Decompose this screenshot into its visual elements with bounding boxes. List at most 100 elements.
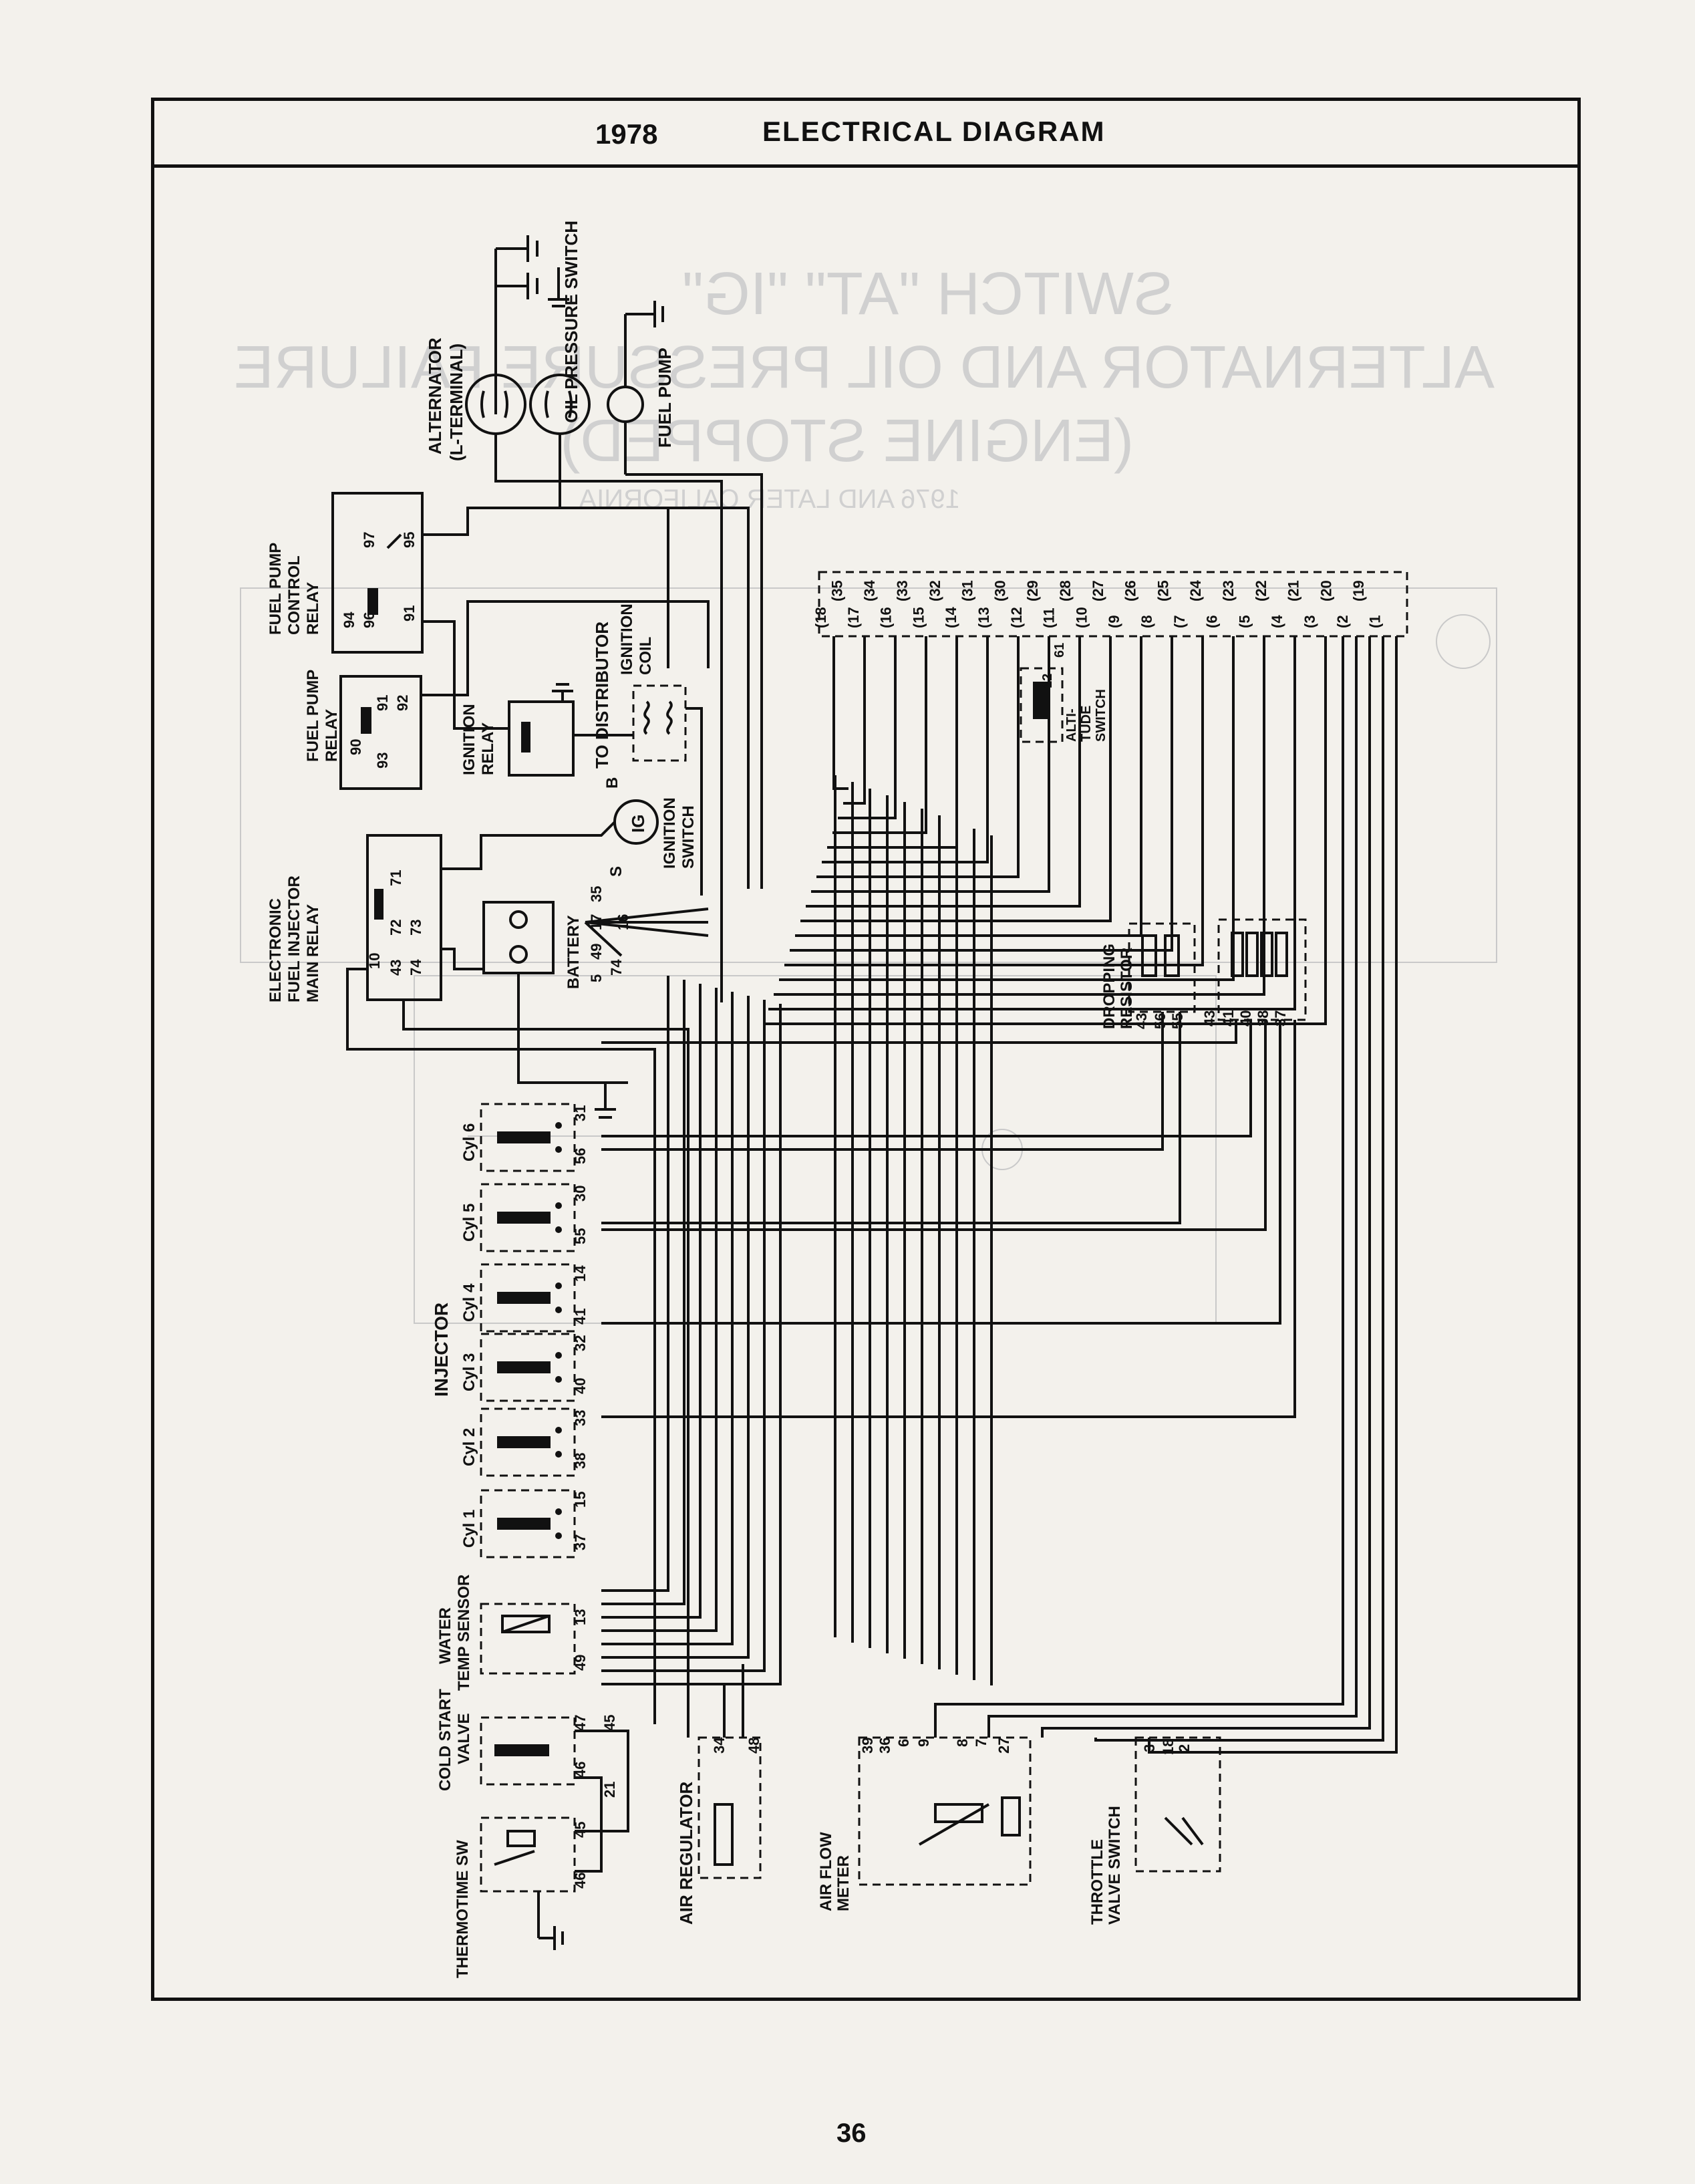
fuel-pump-control-relay: FUEL PUMP CONTROL RELAY 94 96 97 95 91 <box>267 492 424 654</box>
harness-wire <box>422 507 669 668</box>
cold-start-t47: 47 <box>572 1715 589 1731</box>
injector-label: INJECTOR <box>431 1303 452 1397</box>
main-relay-t71: 71 <box>388 870 404 886</box>
harness-wire <box>494 434 723 1002</box>
dropping-t55: 55 <box>1169 1013 1186 1029</box>
water-temp-t13: 13 <box>572 1609 589 1625</box>
connector-terminal: (22 <box>1253 580 1269 601</box>
fuel-pump-relay-label-1: FUEL PUMP <box>304 670 322 762</box>
harness-wire <box>601 1020 1296 1418</box>
harness-wire <box>1041 636 1371 1738</box>
connector-terminal: (21 <box>1285 580 1302 601</box>
harness-wire <box>402 1000 689 1738</box>
injector-terminal: 30 <box>572 1186 589 1202</box>
alternator: ALTERNATOR (L-TERMINAL) <box>425 337 526 461</box>
cold-start-label-2: VALVE <box>455 1714 473 1764</box>
ignition-switch-ig: IG <box>628 815 648 833</box>
altitude-label-1: ALTI- <box>1064 708 1079 742</box>
harness-wire <box>832 636 927 834</box>
connector-terminal: (5 <box>1236 615 1253 628</box>
ignition-coil-label-1: IGNITION <box>618 603 636 675</box>
connector-terminal: (31 <box>959 580 976 601</box>
connector-terminal: (2 <box>1334 615 1351 628</box>
main-relay-t43: 43 <box>388 960 404 976</box>
cold-start-t45: 45 <box>601 1715 618 1731</box>
cold-start-label-1: COLD START <box>436 1689 454 1791</box>
thermotime-t45: 45 <box>572 1822 589 1838</box>
ignition-switch-label-1: IGNITION <box>661 797 679 869</box>
throttle-label-2: VALVE SWITCH <box>1106 1806 1124 1925</box>
harness-wire <box>768 636 1296 1010</box>
air-regulator: AIR REGULATOR 34 48 <box>676 1736 762 1925</box>
harness-wire <box>934 636 1344 1738</box>
water-temp-label-2: TEMP SENSOR <box>455 1575 473 1691</box>
connector-terminal: (3 <box>1301 615 1318 628</box>
connector-terminal: (7 <box>1171 615 1188 628</box>
harness-wire <box>601 984 702 1619</box>
main-relay-t73: 73 <box>408 920 424 936</box>
harness-wire <box>816 636 1020 878</box>
control-relay-t97: 97 <box>361 532 377 548</box>
main-relay-t10: 10 <box>366 953 383 969</box>
harness-wire <box>601 992 734 1645</box>
air-regulator-t48: 48 <box>746 1738 762 1754</box>
ignition-switch: IG B S IGNITION SWITCH <box>603 777 698 877</box>
ignition-switch-b: B <box>603 777 621 789</box>
connector-terminal: (27 <box>1090 580 1106 601</box>
harness-wire <box>575 1776 603 1873</box>
control-relay-label-1: FUEL PUMP <box>267 543 285 635</box>
connector-terminal: (34 <box>861 579 878 601</box>
harness-wire <box>422 620 508 730</box>
connector-terminal: (25 <box>1154 580 1171 601</box>
harness-wire <box>601 1020 1267 1231</box>
throttle-label-1: THROTTLE <box>1088 1839 1106 1925</box>
harness-wire <box>346 968 656 1724</box>
connector-terminal-labels: (18(35(17(34(16(33(15(32(14(31(13(30(12(… <box>812 579 1384 628</box>
harness-wire <box>601 1004 782 1685</box>
connector-terminal: (23 <box>1220 580 1237 601</box>
bleed-through: SWITCH "AT" "IG" ALTERNATOR AND OIL PRES… <box>234 261 1495 514</box>
afm-t7: 7 <box>973 1739 989 1747</box>
wiring-bundle <box>346 434 1398 1873</box>
connector-terminal: (33 <box>894 580 911 601</box>
connector-terminal: (6 <box>1204 615 1221 628</box>
to-distributor-label: TO DISTRIBUTOR <box>592 622 612 769</box>
connector-terminal: (28 <box>1057 580 1074 601</box>
throttle-t2: 2 <box>1176 1744 1193 1752</box>
main-relay-t72: 72 <box>388 920 404 936</box>
bleed-heading-3: (ENGINE STOPPED) <box>561 408 1134 474</box>
cold-start-valve: COLD START VALVE 47 45 46 21 <box>436 1689 618 1798</box>
dropping-resistor-label-2: RESISTOR <box>1118 948 1136 1029</box>
harness-wire <box>601 1020 1237 1044</box>
bleed-heading-2: ALTERNATOR AND OIL PRESSURE FAILURE <box>234 334 1495 401</box>
harness-wire <box>601 988 718 1632</box>
battery-t74: 74 <box>608 959 625 976</box>
injector-terminal: 56 <box>572 1148 589 1164</box>
harness-wire <box>601 1020 1281 1325</box>
afm-t9: 9 <box>915 1739 932 1747</box>
harness-wire <box>601 996 750 1659</box>
battery-label: BATTERY <box>565 915 583 989</box>
connector-terminal: (12 <box>1008 607 1025 628</box>
main-relay: ELECTRONIC FUEL INJECTOR MAIN RELAY 71 7… <box>267 834 442 1002</box>
water-temp-t49: 49 <box>572 1655 589 1671</box>
afm-t8: 8 <box>954 1739 971 1747</box>
harness-wire <box>625 473 763 889</box>
connector-terminal: (10 <box>1073 607 1090 628</box>
connector-terminal: (4 <box>1269 615 1285 628</box>
main-relay-label-3: MAIN RELAY <box>304 904 322 1002</box>
connector-terminal: (8 <box>1138 615 1155 628</box>
injector-terminal: 31 <box>572 1105 589 1121</box>
injector-cyl-label: Cyl 2 <box>460 1428 478 1466</box>
connector-terminal: (35 <box>828 580 845 601</box>
connector-terminal: (29 <box>1024 580 1041 601</box>
injector-terminal: 55 <box>572 1228 589 1244</box>
harness-wire <box>763 636 1327 1025</box>
alternator-terminal-label: (L-TERMINAL) <box>446 344 466 461</box>
harness-wire <box>822 636 989 863</box>
air-regulator-t34: 34 <box>711 1737 728 1754</box>
